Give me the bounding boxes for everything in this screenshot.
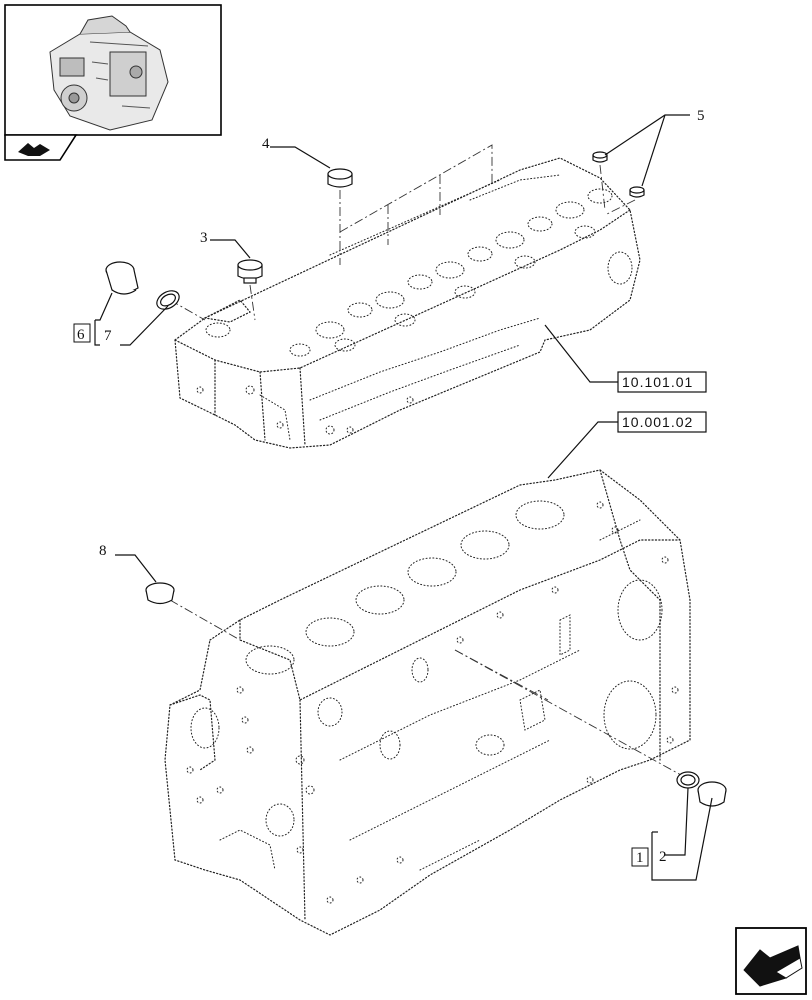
part-plug-6 bbox=[105, 261, 139, 295]
engine-thumbnail-icon[interactable] bbox=[4, 4, 222, 136]
next-page-arrow-icon[interactable] bbox=[735, 927, 807, 995]
callout-7: 7 bbox=[104, 328, 112, 344]
alignment-lines bbox=[169, 144, 691, 781]
callout-8: 8 bbox=[99, 543, 107, 559]
reference-block-label: 10.001.02 bbox=[622, 414, 693, 430]
part-seal-ring-7 bbox=[156, 290, 180, 310]
part-seal-ring-1 bbox=[676, 771, 700, 789]
part-plug-5a bbox=[592, 151, 608, 163]
callout-1: 1 bbox=[636, 850, 644, 866]
part-plug-8 bbox=[145, 582, 175, 605]
catalog-icon[interactable] bbox=[4, 134, 78, 161]
reference-head[interactable]: 10.101.01 bbox=[617, 371, 707, 393]
reference-block[interactable]: 10.001.02 bbox=[617, 411, 707, 433]
part-plug-3 bbox=[237, 259, 263, 284]
callout-5: 5 bbox=[697, 108, 705, 124]
callout-2: 2 bbox=[659, 849, 667, 865]
callout-4: 4 bbox=[262, 136, 270, 152]
part-plug-5b bbox=[629, 186, 645, 198]
cylinder-block bbox=[164, 469, 691, 936]
leader-lines bbox=[94, 114, 713, 881]
part-plug-4 bbox=[327, 168, 353, 188]
callout-labels: 4 3 5 8 6 7 1 2 bbox=[73, 108, 705, 867]
callout-6: 6 bbox=[77, 327, 85, 343]
callout-3: 3 bbox=[200, 230, 208, 246]
reference-head-label: 10.101.01 bbox=[622, 374, 693, 390]
cylinder-head bbox=[174, 157, 641, 449]
part-plug-2 bbox=[697, 781, 727, 807]
